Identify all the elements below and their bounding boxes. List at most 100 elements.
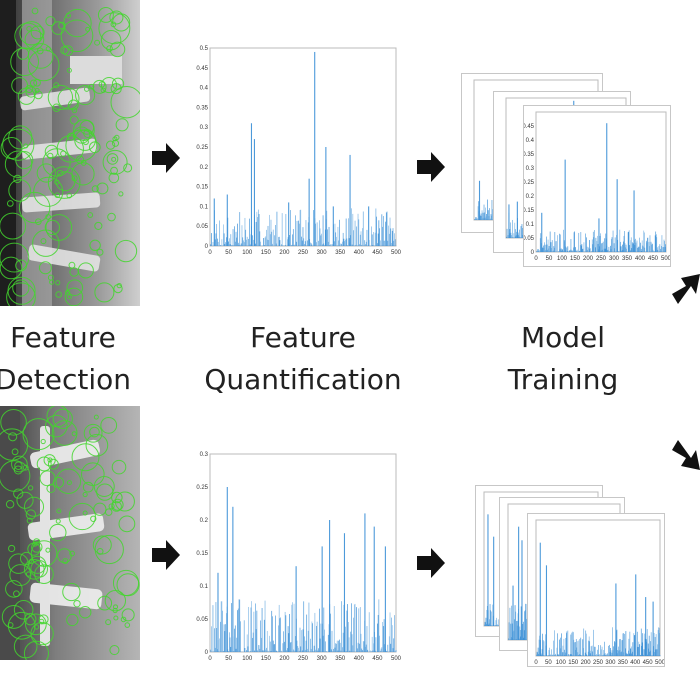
bar xyxy=(271,231,273,246)
bar xyxy=(519,237,521,238)
bar xyxy=(391,617,392,652)
bar xyxy=(512,219,513,238)
bar xyxy=(371,226,372,246)
feature-marker xyxy=(75,155,85,164)
y-tick-label: 0.45 xyxy=(196,66,208,72)
bar xyxy=(244,647,246,652)
bar xyxy=(303,238,305,246)
bar xyxy=(542,247,544,252)
bar xyxy=(382,226,383,246)
bar xyxy=(365,244,366,246)
x-tick-label: 500 xyxy=(391,656,402,662)
bar xyxy=(602,655,603,656)
bar xyxy=(391,230,393,246)
bar-peak xyxy=(321,546,323,652)
bar xyxy=(386,211,388,246)
bar xyxy=(649,650,651,656)
bar xyxy=(302,629,304,652)
feature-marker xyxy=(82,491,88,498)
x-tick-label: 500 xyxy=(655,660,664,666)
bar xyxy=(382,622,383,652)
bar xyxy=(384,240,386,246)
bar xyxy=(362,650,363,652)
bar xyxy=(366,626,368,652)
feature-marker xyxy=(26,517,33,524)
bar xyxy=(622,249,624,252)
feature-marker xyxy=(27,485,34,491)
bar xyxy=(518,639,520,640)
feature-marker xyxy=(114,239,138,263)
bar xyxy=(518,236,520,238)
bar xyxy=(390,228,392,246)
bar xyxy=(372,244,374,246)
bar xyxy=(613,243,615,252)
bar xyxy=(551,248,553,252)
bar xyxy=(631,651,633,656)
bar xyxy=(546,236,547,252)
feature-marker xyxy=(33,176,64,207)
feature-marker xyxy=(4,150,33,178)
bar xyxy=(286,650,287,652)
bar xyxy=(234,226,235,246)
bar xyxy=(305,640,307,652)
bar xyxy=(510,637,512,640)
bar xyxy=(221,601,223,652)
feature-marker xyxy=(68,261,76,269)
bar xyxy=(248,238,250,246)
bar xyxy=(496,625,498,626)
bar-peak xyxy=(521,540,523,640)
feature-marker xyxy=(66,613,79,627)
feature-marker xyxy=(6,200,14,207)
bar xyxy=(380,240,381,246)
feature-marker xyxy=(96,182,109,195)
bar xyxy=(634,634,636,656)
bar xyxy=(306,614,308,652)
training-chart-front-top: 05010015020025030035040045050000.050.10.… xyxy=(522,111,672,262)
feature-marker xyxy=(24,29,45,50)
bar xyxy=(598,645,599,656)
bar xyxy=(232,229,234,246)
bar xyxy=(385,650,387,652)
bar xyxy=(240,621,241,652)
bar xyxy=(562,645,564,656)
bar xyxy=(230,646,232,652)
bar xyxy=(347,604,348,652)
feature-marker xyxy=(71,431,77,437)
bar xyxy=(559,639,560,656)
bar xyxy=(612,627,613,656)
bar xyxy=(491,215,492,220)
bar xyxy=(305,220,307,246)
bar xyxy=(569,655,571,656)
x-tick-label: 0 xyxy=(534,660,538,666)
bar xyxy=(610,248,612,252)
feature-marker xyxy=(100,416,118,434)
bar xyxy=(641,240,643,252)
feature-marker xyxy=(56,508,62,514)
feature-marker xyxy=(30,560,49,578)
bar xyxy=(342,232,344,246)
bar xyxy=(642,246,644,252)
feature-marker xyxy=(77,262,94,279)
model-training-label-line-2: Training xyxy=(507,363,619,396)
bar xyxy=(216,628,218,652)
bar xyxy=(242,237,244,246)
bar xyxy=(511,235,512,238)
bar xyxy=(651,243,653,252)
bar xyxy=(522,623,524,640)
bar xyxy=(600,645,601,656)
bar xyxy=(608,246,610,252)
bar xyxy=(225,613,227,652)
bar xyxy=(292,649,294,652)
bar xyxy=(605,654,607,656)
bar xyxy=(625,247,626,252)
bar xyxy=(595,247,596,252)
x-tick-label: 100 xyxy=(556,660,567,666)
feature-marker xyxy=(8,553,29,574)
y-tick-label: 0.15 xyxy=(196,185,208,191)
feature-marker xyxy=(49,279,55,285)
bar xyxy=(637,646,639,656)
bar xyxy=(317,650,319,652)
feature-marker xyxy=(73,126,91,144)
bar xyxy=(609,644,610,656)
bar xyxy=(654,636,656,656)
